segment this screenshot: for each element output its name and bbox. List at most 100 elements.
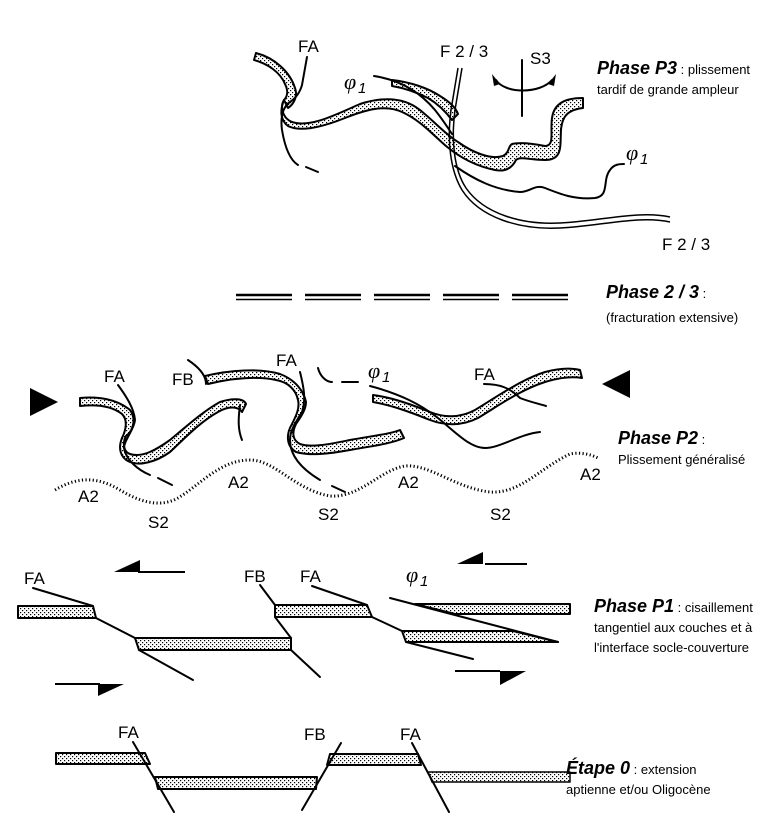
p1-fault-fa-2-lower: [371, 616, 403, 632]
caption-phase-p1: Phase P1 : cisaillement tangentiel aux c…: [594, 596, 753, 658]
p1-label-fb: FB: [244, 567, 266, 586]
compression-arrow-right-icon: [30, 388, 58, 416]
e0-label-fa-1: FA: [118, 723, 139, 742]
e0-fault-fb: [301, 742, 342, 811]
p1-label-phi1: φ 1: [406, 562, 428, 590]
p2-label-s2-1: S2: [148, 513, 169, 532]
p3-f23-fault-a: [448, 67, 671, 229]
s3-fold-arc-icon: [495, 79, 553, 92]
phase-p3-desc-1: plissement: [687, 62, 751, 77]
e0-label-fa-2: FA: [400, 725, 421, 744]
p3-fault-fa-dash: [305, 166, 319, 173]
p1-label-fa-1: FA: [24, 569, 45, 588]
p2-label-a2-2: A2: [228, 473, 249, 492]
p1-layer-2: [134, 637, 292, 651]
p1-fault-fa-2-tail: [405, 641, 474, 660]
phase-p3-sketch: [253, 52, 671, 229]
p3-label-f23: F 2 / 3: [440, 42, 488, 61]
p2-label-a2-3: A2: [398, 473, 419, 492]
svg-text:1: 1: [382, 369, 390, 386]
p1-fault-fb: [259, 584, 276, 606]
p2-fault-fa-1: [117, 384, 151, 476]
p3-phi1-lower: [454, 163, 625, 200]
e0-label-fb: FB: [304, 725, 326, 744]
p2-label-s2-3: S2: [490, 505, 511, 524]
shear-arrow-bottom-left-icon: [55, 683, 124, 696]
phase-p2-sketch: [30, 359, 630, 505]
p2-layer-left: [79, 396, 247, 465]
p2-label-a2-1: A2: [78, 487, 99, 506]
svg-text:φ: φ: [406, 562, 418, 587]
p1-fault-fb-tail: [290, 649, 321, 678]
fracture-mark: [236, 293, 292, 301]
p3-label-fa: FA: [298, 37, 319, 56]
p2-phi1-line: [369, 385, 541, 450]
p3-label-phi1-lower: φ 1: [626, 140, 648, 168]
e0-layer-2: [154, 776, 318, 790]
p1-label-fa-2: FA: [300, 567, 321, 586]
shear-arrow-top-right-icon: [457, 552, 527, 565]
phase-p1-desc-3: l'interface socle-couverture: [594, 640, 749, 655]
p2-label-a2-4: A2: [580, 465, 601, 484]
etape-0-desc-1: extension: [640, 762, 697, 777]
p3-layer-main: [280, 97, 584, 172]
phase-p2-title: Phase P2: [618, 428, 699, 448]
p2-fault-fa-2-dash: [331, 485, 346, 493]
phase-p3-desc-2: tardif de grande ampleur: [597, 82, 739, 97]
p2-layer-mid: [204, 369, 405, 456]
compression-arrow-left-icon: [602, 370, 630, 398]
e0-fault-fa-1: [132, 741, 175, 813]
phase-p1-desc-2: tangentiel aux couches et à: [594, 620, 753, 635]
p3-f23-fault-b: [452, 67, 671, 224]
phase-p3-title: Phase P3: [597, 58, 678, 78]
p3-phi1-line: [373, 75, 453, 135]
phase-23-title: Phase 2 / 3: [606, 282, 700, 302]
svg-text:1: 1: [358, 80, 366, 97]
p1-layer-1: [17, 605, 97, 619]
p1-fault-fa-1-tail: [138, 649, 194, 681]
p2-label-fa-1: FA: [104, 367, 125, 386]
p2-fault-fa-2: [288, 371, 321, 481]
e0-layer-1: [55, 752, 151, 765]
shear-arrow-bottom-right-icon: [455, 670, 526, 685]
e0-layer-3: [326, 753, 422, 766]
p1-fault-fa-1: [32, 587, 94, 607]
p3-label-phi1: φ 1: [344, 69, 366, 97]
p2-fault-fb-lower: [237, 404, 243, 441]
p2-phi1-dash: [317, 367, 333, 383]
p2-fold-trace-dotted: [54, 451, 599, 505]
caption-etape-0: Étape 0 : extension aptienne et/ou Oligo…: [566, 758, 711, 800]
s3-arrow-left-icon: [492, 74, 500, 86]
caption-phase-p2: Phase P2 : Plissement généralisé: [618, 428, 745, 470]
svg-text:φ: φ: [344, 69, 356, 94]
p3-label-s3: S3: [530, 49, 551, 68]
caption-phase-p3: Phase P3 : plissement tardif de grande a…: [597, 58, 750, 100]
etape-0-desc-2: aptienne et/ou Oligocène: [566, 782, 711, 797]
fracture-mark: [374, 293, 430, 301]
p1-phi1-line: [389, 597, 559, 643]
svg-text:1: 1: [420, 573, 428, 590]
phase-p1-sketch: [17, 552, 571, 696]
p1-layer-5: [414, 603, 571, 615]
p3-layer-left: [253, 52, 298, 109]
s3-arrow-right-icon: [548, 74, 556, 86]
fracture-mark: [443, 293, 499, 301]
p2-layer-right: [372, 367, 583, 426]
etape-0-sketch: [55, 741, 571, 813]
phase-p2-desc: Plissement généralisé: [618, 452, 746, 467]
phase-23-fracture-marks: [236, 293, 568, 301]
p3-label-f23-lower: F 2 / 3: [662, 235, 710, 254]
e0-fault-fa-2: [411, 742, 450, 813]
svg-text:φ: φ: [626, 140, 638, 165]
p1-fault-fa-1-lower: [95, 617, 136, 639]
p2-fault-fa-3: [483, 383, 547, 407]
p2-label-phi1: φ 1: [368, 358, 390, 386]
p3-fault-fa: [280, 56, 308, 166]
p2-label-fb: FB: [172, 370, 194, 389]
p2-label-fa-3: FA: [474, 365, 495, 384]
p1-fault-fa-2: [311, 585, 368, 606]
p2-label-fa-2: FA: [276, 351, 297, 370]
phase-p1-title: Phase P1: [594, 596, 675, 616]
svg-text:1: 1: [640, 151, 648, 168]
